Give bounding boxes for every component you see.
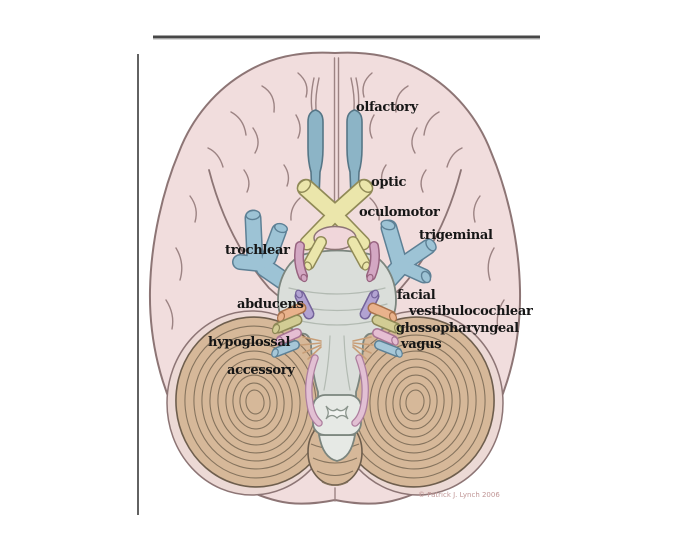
facial-nerves (276, 302, 398, 323)
accessory-nerves (305, 354, 369, 427)
trochlear-nerves (294, 241, 380, 283)
vestibulocochlear-nerves (271, 314, 403, 335)
glossopharyngeal-nerves (275, 328, 399, 346)
optic-chiasm (296, 178, 374, 251)
top-rule (153, 35, 540, 39)
hypoglossal-rootlets (300, 336, 374, 360)
frame-lines (137, 35, 540, 515)
top-rule-shadow (153, 38, 540, 40)
oculomotor-nerves (303, 236, 371, 271)
cerebellum (166, 310, 504, 496)
left-rule (137, 54, 139, 515)
copyright-credit: © Patrick J. Lynch 2006 (418, 491, 500, 499)
longitudinal-fissure (333, 57, 340, 502)
vagus-nerves (271, 340, 403, 358)
spinal-cord-section (312, 394, 362, 462)
